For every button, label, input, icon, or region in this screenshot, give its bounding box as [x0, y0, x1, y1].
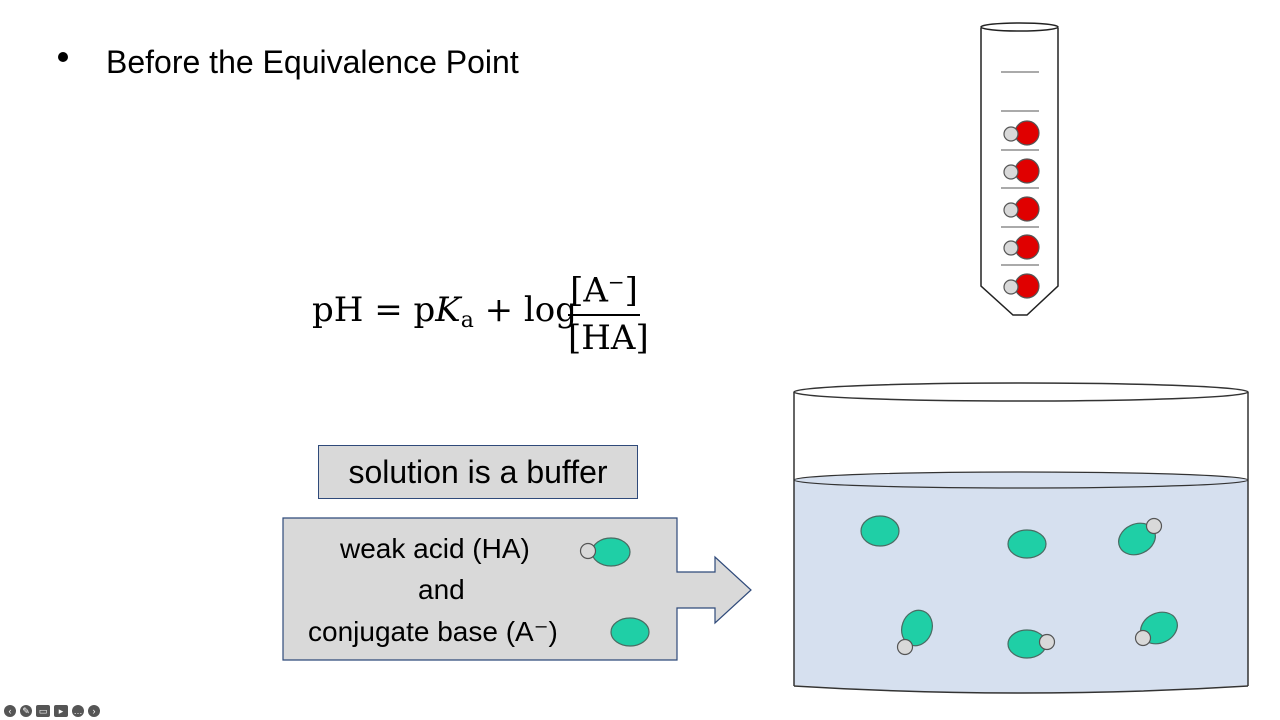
buffer-label-box: solution is a buffer: [318, 445, 638, 499]
weak-acid-label: weak acid (HA): [340, 533, 530, 564]
beaker: [793, 382, 1249, 694]
equation-fraction: [A−] [HA]: [568, 262, 649, 359]
hydroxide-ion: [1003, 120, 1040, 146]
previous-slide-icon[interactable]: ‹: [4, 705, 16, 717]
equation-lhs: pH = pKa + log: [312, 290, 578, 333]
captions-icon[interactable]: ▭: [36, 705, 50, 717]
hydroxide-ion: [1003, 196, 1040, 222]
equation-numerator: [A−]: [570, 270, 638, 311]
slide-bullet-heading: Before the Equivalence Point: [106, 44, 519, 80]
fraction-bar: [568, 314, 640, 317]
hydroxide-ion: [1003, 273, 1040, 299]
weak-acid-molecule: [1118, 517, 1163, 556]
weak-acid-molecule: [1134, 611, 1178, 647]
conjugate-base-label: conjugate base (A⁻): [308, 616, 558, 647]
burette: [980, 22, 1059, 316]
hydroxide-ion: [1003, 234, 1040, 260]
video-icon[interactable]: ▸: [54, 705, 68, 717]
henderson-hasselbalch-equation: pH = pKa + log [A−] [HA]: [312, 262, 652, 362]
weak-acid-molecule: [1007, 629, 1056, 659]
more-options-icon[interactable]: …: [72, 705, 84, 717]
slide-player-controls: ‹ ✎ ▭ ▸ … ›: [4, 704, 100, 718]
next-slide-icon[interactable]: ›: [88, 705, 100, 717]
equation-denominator: [HA]: [568, 318, 649, 359]
hydroxide-ion: [1003, 158, 1040, 184]
weak-acid-molecule: [896, 609, 933, 656]
pen-icon[interactable]: ✎: [20, 705, 32, 717]
conjugate-base-legend-molecule: [610, 617, 650, 647]
and-label: and: [418, 574, 465, 605]
bullet-marker: [58, 52, 68, 62]
conjugate-base-molecule: [860, 515, 900, 547]
weak-acid-legend-molecule: [579, 537, 631, 567]
conjugate-base-molecule: [1007, 529, 1047, 559]
